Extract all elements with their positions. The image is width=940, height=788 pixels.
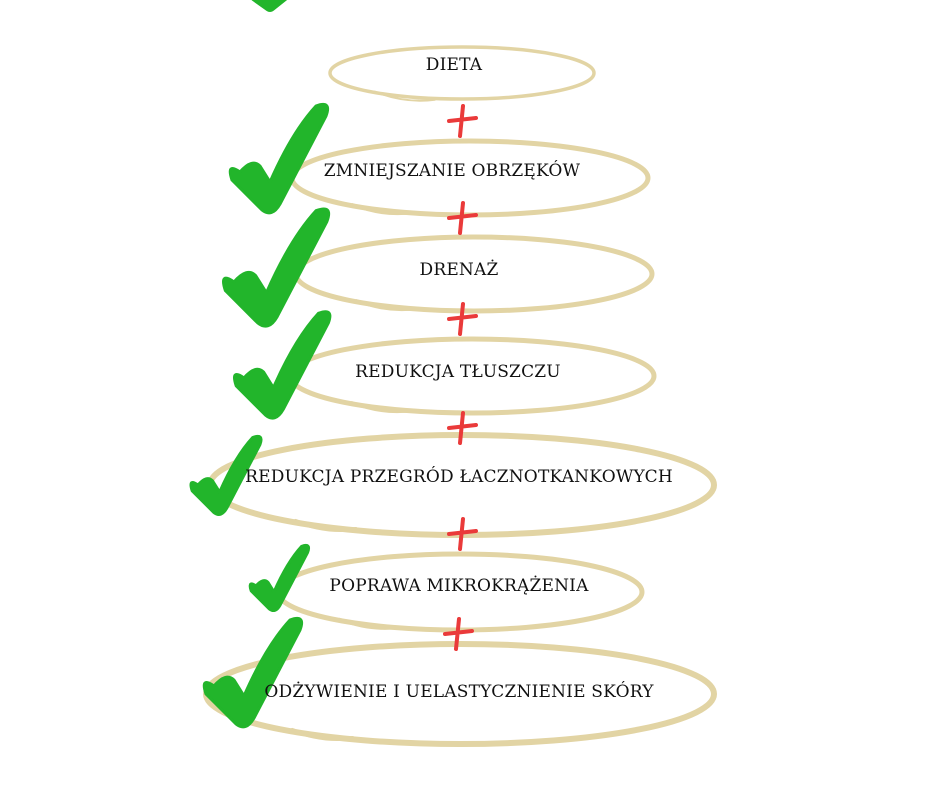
check-icon bbox=[232, 310, 332, 420]
check-icon bbox=[222, 207, 331, 328]
step-ellipse-tail bbox=[373, 90, 436, 102]
plus-icon bbox=[447, 517, 478, 551]
step-ellipse bbox=[328, 45, 596, 101]
step-ellipse-tail bbox=[290, 728, 355, 741]
step-ellipse-tail bbox=[351, 203, 415, 216]
step-ellipse-tail bbox=[338, 617, 402, 630]
check-icon-partial bbox=[251, 0, 288, 12]
step-label-tluszcz: REDUKCJA TŁUSZCZU bbox=[355, 362, 561, 382]
check-icon bbox=[202, 616, 304, 729]
step-ellipse-tail bbox=[350, 401, 414, 414]
step-ellipse-tail bbox=[355, 299, 419, 312]
plus-icon bbox=[443, 617, 474, 651]
check-icon bbox=[248, 543, 311, 613]
plus-icon bbox=[447, 201, 478, 235]
check-icon bbox=[189, 434, 263, 516]
step-label-dieta: DIETA bbox=[425, 55, 483, 75]
check-icon bbox=[228, 102, 330, 215]
step-label-mikrokrazenie: POPRAWA MIKROKRĄŻENIA bbox=[329, 576, 589, 596]
step-label-drenaz: DRENAŻ bbox=[419, 260, 499, 280]
step-label-przegrody: REDUKCJA PRZEGRÓD ŁACZNOTKANKOWYCH bbox=[245, 467, 673, 487]
step-label-obrzeki: ZMNIEJSZANIE OBRZĘKÓW bbox=[323, 161, 581, 181]
plus-icon bbox=[447, 302, 478, 336]
plus-icon bbox=[447, 411, 478, 445]
plus-icon bbox=[447, 104, 478, 138]
step-ellipse-tail bbox=[293, 519, 358, 532]
step-label-skora: ODŻYWIENIE I UELASTYCZNIENIE SKÓRY bbox=[264, 682, 654, 702]
